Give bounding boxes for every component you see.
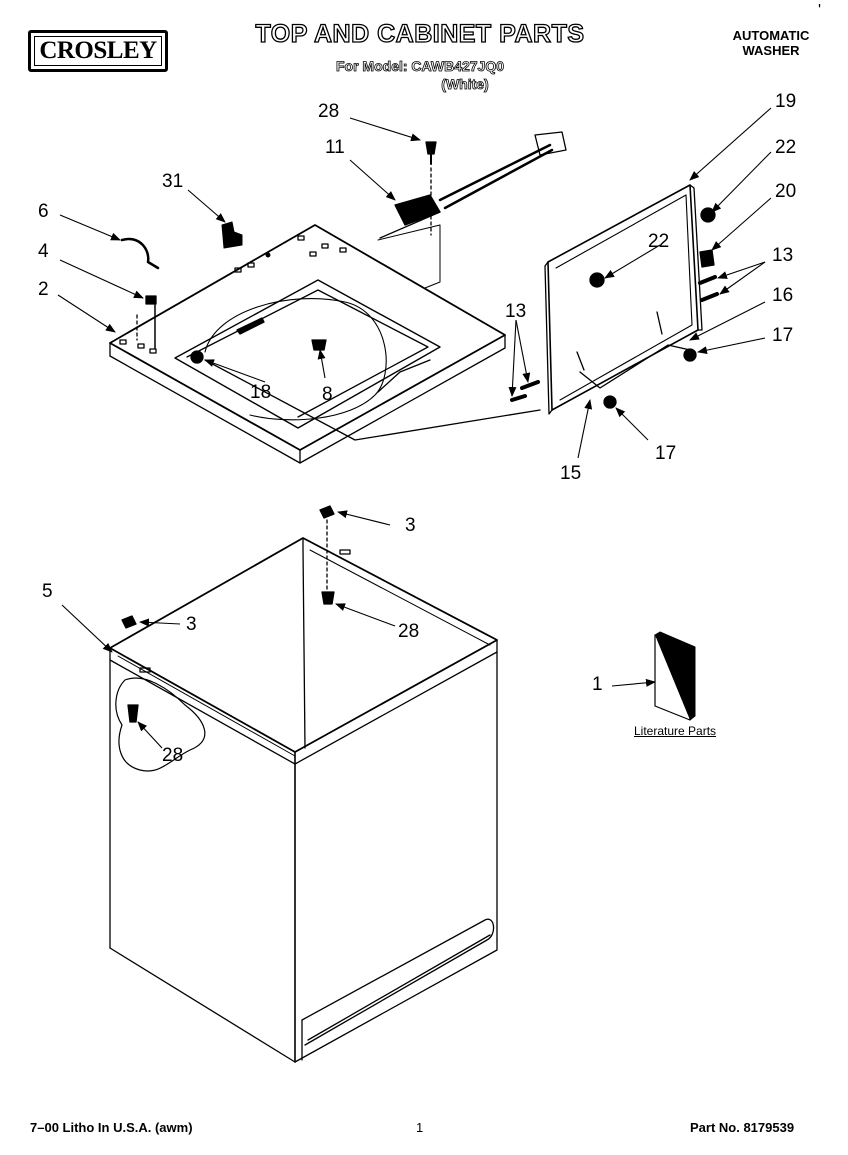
model-line: For Model: CAWB427JQ0 (335, 58, 505, 75)
lid-frame (545, 185, 702, 414)
callout-8: 8 (322, 384, 333, 405)
color-line: (White) (441, 76, 489, 93)
callout-16: 16 (772, 285, 794, 306)
page-title: TOP AND CABINET PARTS (255, 19, 585, 48)
footer-litho: 7–00 Litho In U.S.A. (awm) (30, 1120, 193, 1135)
product-type: AUTOMATIC WASHER (716, 28, 826, 58)
product-type-line2: WASHER (742, 43, 800, 58)
leader-arrows (58, 108, 771, 748)
callout-4: 4 (38, 241, 49, 262)
callout-13-right: 13 (772, 245, 794, 266)
callout-28-front: 28 (162, 745, 184, 766)
callout-15: 15 (560, 463, 582, 484)
literature-booklet (655, 632, 695, 720)
product-type-line1: AUTOMATIC (732, 28, 810, 43)
corner-mark: ' (818, 2, 822, 19)
callout-3-cabinet-top: 3 (405, 515, 416, 536)
callout-18: 18 (250, 382, 272, 403)
callout-22-lid: 22 (648, 231, 670, 252)
footer-page-number: 1 (416, 1120, 424, 1135)
cabinet (110, 538, 497, 1062)
callout-28-top: 28 (318, 101, 340, 122)
callout-13-left: 13 (505, 301, 527, 322)
callout-11: 11 (325, 137, 345, 158)
washer-top-panel (110, 225, 540, 463)
logo-inner-border: CROSLEY (34, 36, 162, 66)
callout-6: 6 (38, 201, 49, 222)
callout-3-cabinet-front: 3 (186, 614, 197, 635)
callout-2: 2 (38, 279, 49, 300)
callout-17-right: 17 (772, 325, 794, 346)
callout-5: 5 (42, 581, 53, 602)
crosley-logo: CROSLEY (28, 30, 168, 72)
callout-22-right: 22 (775, 137, 797, 158)
callout-19: 19 (775, 91, 797, 112)
callout-1: 1 (592, 674, 603, 695)
callout-17-bottom: 17 (655, 443, 677, 464)
callout-31: 31 (162, 171, 184, 192)
callout-28-cabinet: 28 (398, 621, 420, 642)
logo-text: CROSLEY (39, 37, 157, 64)
callout-20: 20 (775, 181, 797, 202)
literature-parts-label: Literature Parts (634, 724, 717, 738)
footer-part-number: Part No. 8179539 (690, 1120, 795, 1135)
